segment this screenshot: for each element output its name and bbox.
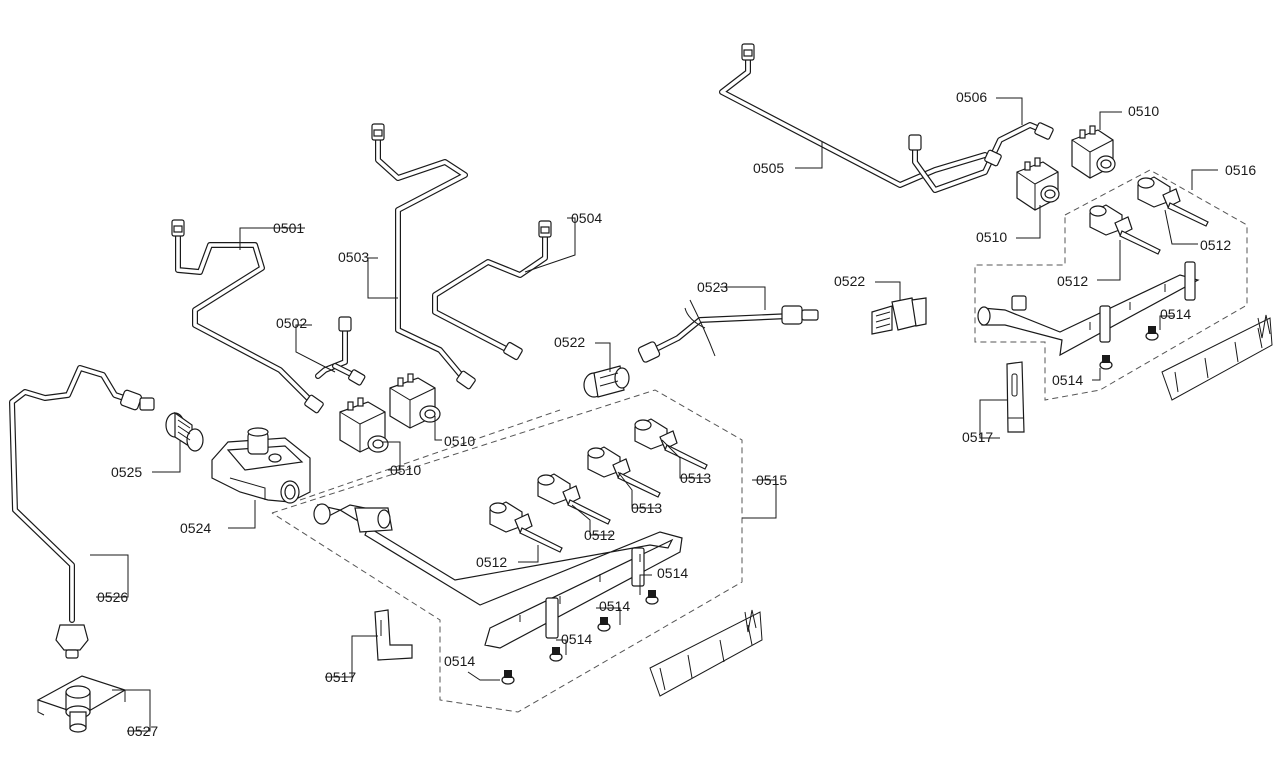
solenoid-valve-0510-right-lower xyxy=(1016,157,1060,211)
pipe-0502 xyxy=(315,327,358,379)
burner-valve-0513-b xyxy=(634,418,708,470)
pipe-fittings xyxy=(55,43,1054,659)
fitting-0504-end xyxy=(503,341,523,361)
bracket-0517-right xyxy=(1006,361,1025,433)
fitting-0523-nut xyxy=(637,341,661,363)
label-0514-a: 0514 xyxy=(444,653,475,669)
label-0526: 0526 xyxy=(97,589,128,605)
label-0512-c: 0512 xyxy=(1057,273,1088,289)
screw-0514-e xyxy=(1145,326,1159,341)
adapter-0522-right xyxy=(871,297,927,335)
pipe-0501 xyxy=(175,232,318,408)
fitting-0503-top xyxy=(371,123,385,141)
fitting-0506-end xyxy=(1034,122,1054,140)
pipe-0523 xyxy=(647,299,793,357)
label-0515: 0515 xyxy=(756,472,787,488)
fitting-0502-top xyxy=(338,316,352,332)
fitting-0506-top xyxy=(908,134,922,151)
assembly-outline-0516 xyxy=(974,169,1248,401)
fitting-0501-top xyxy=(171,219,185,237)
connector-0527 xyxy=(36,675,127,733)
label-0504: 0504 xyxy=(571,210,602,226)
pipe-0505 xyxy=(719,55,988,188)
label-0512-d: 0512 xyxy=(1200,237,1231,253)
label-0512-a: 0512 xyxy=(476,554,507,570)
label-0514-d: 0514 xyxy=(657,565,688,581)
burner-valve-0512-c xyxy=(1089,204,1161,255)
label-0510-left: 0510 xyxy=(390,462,421,478)
label-0501: 0501 xyxy=(273,220,304,236)
label-0517-right: 0517 xyxy=(962,429,993,445)
adapter-0522-left xyxy=(583,365,630,398)
label-0510-upper-right: 0510 xyxy=(1128,103,1159,119)
label-0513-b: 0513 xyxy=(680,470,711,486)
fitting-0505-top xyxy=(741,43,755,61)
label-0513-a: 0513 xyxy=(631,500,662,516)
label-0527: 0527 xyxy=(127,723,158,739)
label-0517-left: 0517 xyxy=(325,669,356,685)
part-labels: 0501 0502 0503 0504 0505 0506 0510 0510 … xyxy=(97,89,1256,739)
label-0502: 0502 xyxy=(276,315,307,331)
mount-plate-upper xyxy=(1161,314,1273,401)
solenoid-valve-0510-right-upper xyxy=(1071,125,1116,179)
screw-0514-c xyxy=(597,617,611,632)
screw-0514-f xyxy=(1099,355,1113,370)
solenoid-valve-0510-mid xyxy=(389,373,441,429)
label-0514-e: 0514 xyxy=(1160,306,1191,322)
fitting-0526-nut xyxy=(55,624,89,659)
pipe-0503 xyxy=(375,135,468,383)
leader-lines xyxy=(90,97,1218,732)
pipe-0504 xyxy=(432,232,548,353)
assembly-outline-0515 xyxy=(271,389,743,713)
bracket-0517-left xyxy=(374,609,413,661)
regulator-0524 xyxy=(211,427,311,504)
pipe-0506 xyxy=(912,122,1045,193)
manifold-0516 xyxy=(977,261,1200,357)
label-0514-c: 0514 xyxy=(599,598,630,614)
screw-0514-a xyxy=(501,670,515,685)
fitting-0502-end xyxy=(348,369,366,386)
fitting-0503-end xyxy=(456,370,476,390)
pipe-0526 xyxy=(9,365,133,623)
burner-valve-0513-a xyxy=(587,446,661,498)
burner-valve-0512-b xyxy=(537,473,611,525)
label-0522-left: 0522 xyxy=(554,334,585,350)
adapter-0525 xyxy=(165,411,204,452)
screw-0514-d xyxy=(645,590,659,605)
fitting-0501-end xyxy=(304,394,324,414)
solenoid-valve-0510-left xyxy=(339,397,389,453)
fitting-0523-end xyxy=(781,305,819,325)
fitting-0504-top xyxy=(538,220,552,238)
label-0523: 0523 xyxy=(697,279,728,295)
label-0522-right: 0522 xyxy=(834,273,865,289)
label-0514-f: 0514 xyxy=(1052,372,1083,388)
label-0510-mid: 0510 xyxy=(444,433,475,449)
label-0506: 0506 xyxy=(956,89,987,105)
label-0503: 0503 xyxy=(338,249,369,265)
burner-valve-0512-d xyxy=(1137,176,1209,227)
label-0524: 0524 xyxy=(180,520,211,536)
screw-0514-b xyxy=(549,647,563,662)
label-0505: 0505 xyxy=(753,160,784,176)
mount-plate-lower xyxy=(649,609,763,697)
label-0516: 0516 xyxy=(1225,162,1256,178)
label-0514-b: 0514 xyxy=(561,631,592,647)
fitting-0526-top xyxy=(120,389,155,411)
manifold-0515 xyxy=(313,503,683,649)
fitting-0505-end xyxy=(984,149,1002,167)
label-0510-lower-right: 0510 xyxy=(976,229,1007,245)
burner-valve-0512-a xyxy=(489,501,563,553)
label-0525: 0525 xyxy=(111,464,142,480)
label-0512-b: 0512 xyxy=(584,527,615,543)
